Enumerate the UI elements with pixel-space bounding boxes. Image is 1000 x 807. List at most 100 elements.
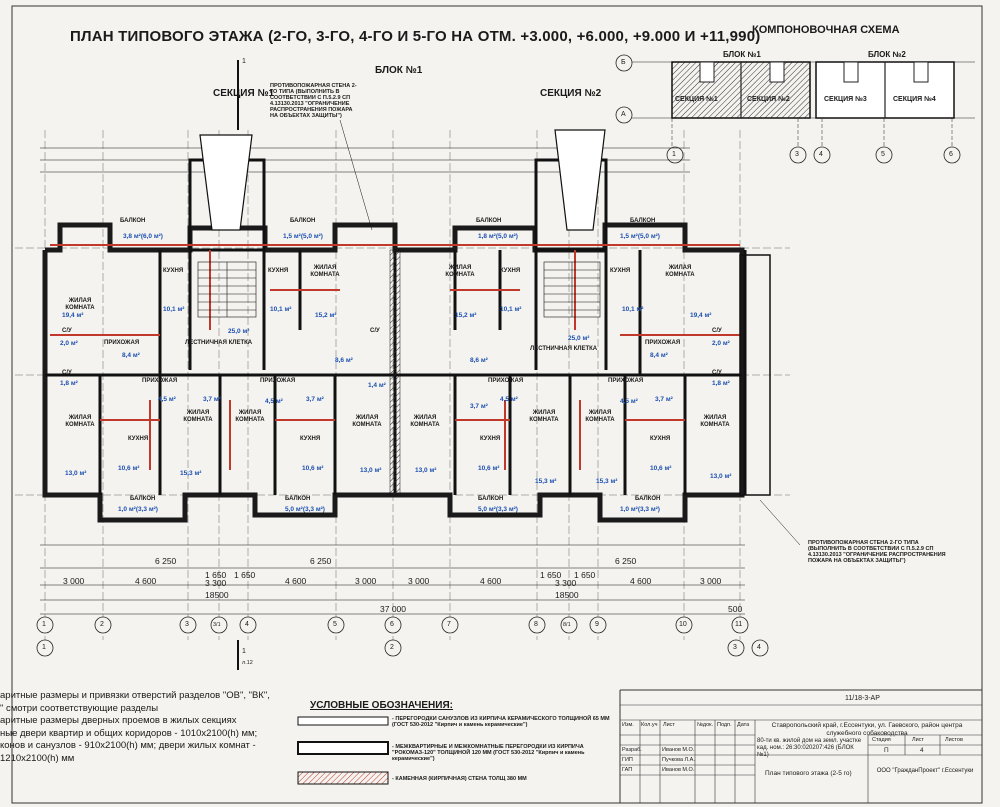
area-label: 1,8 м² (60, 380, 78, 387)
stamp-hdr: Дата (737, 722, 750, 728)
room-balkon: БАЛКОН (285, 496, 311, 502)
komp-axis-a: А (621, 111, 626, 118)
area-label: 15,3 м² (596, 478, 618, 485)
area-label: 10,1 м² (270, 306, 292, 313)
room-prikhozhaya: ПРИХОЖАЯ (260, 378, 296, 384)
stamp-object: 80-ти кв. жилой дом на земл. участке кад… (757, 738, 862, 758)
komp-blok2: БЛОК №2 (868, 50, 906, 59)
room-zhilaya: ЖИЛАЯ КОМНАТА (183, 410, 213, 423)
room-prikhozhaya: ПРИХОЖАЯ (645, 340, 681, 346)
dim-label: 6 250 (310, 556, 332, 566)
area-label: 19,4 м² (62, 312, 84, 319)
axis-label: 5 (333, 621, 337, 628)
komp-blok1: БЛОК №1 (723, 50, 761, 59)
area-label: 10,6 м² (478, 465, 500, 472)
dim-18500-b: 18500 (555, 590, 579, 600)
dim-label: 3 000 (355, 576, 377, 586)
plan-walls (15, 60, 801, 670)
dim-label: 1 650 (540, 570, 562, 580)
area-label: 10,6 м² (118, 465, 140, 472)
axis-label: 2 (100, 621, 104, 628)
page-title: ПЛАН ТИПОВОГО ЭТАЖА (2-ГО, 3-ГО, 4-ГО И … (70, 28, 761, 45)
room-prikhozhaya: ПРИХОЖАЯ (142, 378, 178, 384)
dim-label: 6 250 (155, 556, 177, 566)
room-zhilaya: ЖИЛАЯ КОМНАТА (65, 415, 95, 428)
axis-label: 3 (733, 644, 737, 651)
area-label: 10,1 м² (163, 306, 185, 313)
room-zhilaya: ЖИЛАЯ КОМНАТА (529, 410, 559, 423)
dim-label: 1 650 (234, 570, 256, 580)
axis-label: 6 (390, 621, 394, 628)
stamp-hdr: Кол.уч (641, 722, 658, 728)
room-kukhnya: КУХНЯ (300, 436, 321, 442)
stamp-hdr: №док. (697, 722, 714, 728)
dim-label: 3 000 (63, 576, 85, 586)
axis-label: 10 (679, 621, 687, 628)
dim-18500-a: 18500 (205, 590, 229, 600)
dim-37000: 37 000 (380, 604, 406, 614)
cut-sheet-label: л.12 (242, 660, 253, 666)
axis-label: 8/1 (563, 622, 571, 628)
axis-label: 8 (534, 621, 538, 628)
room-zhilaya: ЖИЛАЯ КОМНАТА (310, 265, 340, 278)
area-label: 4,5 м² (158, 396, 176, 403)
area-label: 1,5 м²(5,0 м²) (283, 233, 323, 240)
stamp-name: Иванов М.О. (662, 747, 695, 753)
title-block-grid (620, 704, 982, 803)
stamp-stage-label: Стадия (872, 737, 891, 743)
room-su: С/У (62, 370, 72, 376)
room-zhilaya: ЖИЛАЯ КОМНАТА (445, 265, 475, 278)
area-label: 8,6 м² (335, 357, 353, 364)
axis-label: 7 (447, 621, 451, 628)
stamp-sheet-label: Лист (912, 737, 924, 743)
area-label: 3,7 м² (470, 403, 488, 410)
stamp-role: ГАП (622, 767, 633, 773)
room-balkon: БАЛКОН (478, 496, 504, 502)
dim-label: 3 000 (408, 576, 430, 586)
komp-section-2: СЕКЦИЯ №2 (747, 96, 790, 103)
area-label: 19,4 м² (690, 312, 712, 319)
axis-bubbles-bottom (36, 616, 769, 657)
axis-label: 9 (595, 621, 599, 628)
stamp-stage: П (884, 747, 889, 754)
axis-label: 1 (42, 644, 46, 651)
area-label: 5,0 м²(3,3 м²) (285, 506, 325, 513)
area-label: 13,0 м² (65, 470, 87, 477)
area-label: 4,5 м² (620, 398, 638, 405)
stamp-sheet-title: План типового этажа (2-5 го) (765, 770, 852, 777)
room-su: С/У (712, 328, 722, 334)
room-kukhnya: КУХНЯ (480, 436, 501, 442)
dim-500: 500 (728, 604, 743, 614)
stamp-hdr: Изм. (622, 722, 634, 728)
room-zhilaya: ЖИЛАЯ КОМНАТА (665, 265, 695, 278)
note-line: аритные размеры дверных проемов в жилых … (0, 715, 237, 726)
legend-item-2: - МЕЖКВАРТИРНЫЕ И МЕЖКОМНАТНЫЕ ПЕРЕГОРОД… (392, 744, 585, 762)
legend-item-1: - ПЕРЕГОРОДКИ САНУЗЛОВ ИЗ КИРПИЧА КЕРАМИ… (392, 716, 610, 728)
room-su: С/У (712, 370, 722, 376)
area-label: 3,7 м² (203, 396, 221, 403)
area-label: 2,0 м² (60, 340, 78, 347)
dim-label: 4 600 (630, 576, 652, 586)
komp-axis-1: 1 (672, 151, 676, 158)
komp-section-1: СЕКЦИЯ №1 (675, 96, 718, 103)
dim-label: 3 300 (555, 578, 577, 588)
room-su: С/У (62, 328, 72, 334)
area-label: 1,0 м²(3,3 м²) (118, 506, 158, 513)
area-label: 15,2 м² (455, 312, 477, 319)
area-label: 15,3 м² (535, 478, 557, 485)
axis-label: 3 (185, 621, 189, 628)
section2-label: СЕКЦИЯ №2 (540, 88, 602, 99)
dim-label: 1 650 (205, 570, 227, 580)
room-zhilaya: ЖИЛАЯ КОМНАТА (700, 415, 730, 428)
stamp-name: Иванов М.О. (662, 767, 695, 773)
room-kukhnya: КУХНЯ (610, 268, 631, 274)
area-label: 10,6 м² (302, 465, 324, 472)
dim-label: 4 600 (480, 576, 502, 586)
room-kukhnya: КУХНЯ (268, 268, 289, 274)
firewall-note-top: ПРОТИВОПОЖАРНАЯ СТЕНА 2-ГО ТИПА (ВЫПОЛНИ… (270, 83, 357, 119)
stamp-role: ГИП (622, 757, 633, 763)
area-label: 5,0 м²(3,3 м²) (478, 506, 518, 513)
area-label: 2,0 м² (712, 340, 730, 347)
room-kukhnya: КУХНЯ (650, 436, 671, 442)
komp-axis-b: Б (621, 59, 626, 66)
